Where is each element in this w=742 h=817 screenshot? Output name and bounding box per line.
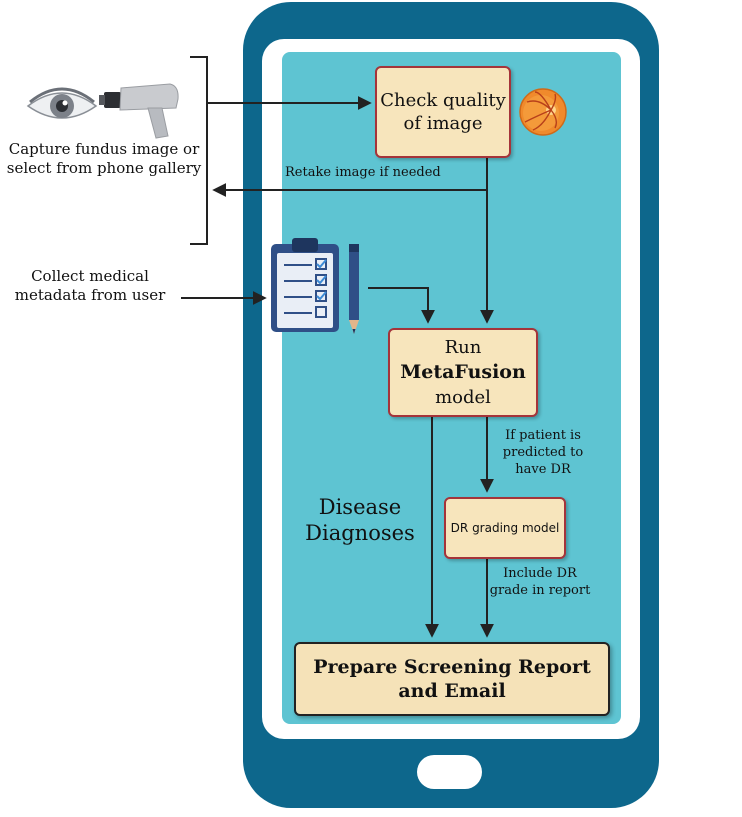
model-name-label: MetaFusion bbox=[400, 361, 526, 383]
eye-icon bbox=[26, 87, 98, 119]
check-quality-label: Check quality of image bbox=[380, 90, 506, 134]
prepare-report-label: Prepare Screening Report and Email bbox=[313, 656, 591, 702]
check-quality-box: Check quality of image bbox=[375, 66, 511, 158]
capture-label: Capture fundus image or select from phon… bbox=[6, 140, 202, 177]
clipboard-checklist-icon bbox=[271, 238, 339, 332]
home-button bbox=[417, 755, 482, 789]
collect-metadata-label: Collect medical metadata from user bbox=[14, 267, 166, 304]
run-model-box: Run MetaFusion model bbox=[388, 328, 538, 417]
pencil-icon bbox=[349, 244, 359, 334]
prepare-report-box: Prepare Screening Report and Email bbox=[294, 642, 610, 716]
dr-grading-box: DR grading model bbox=[444, 497, 566, 559]
include-dr-label: Include DR grade in report bbox=[489, 566, 591, 598]
retake-label: Retake image if needed bbox=[285, 165, 441, 180]
if-patient-label: If patient is predicted to have DR bbox=[502, 428, 584, 477]
fundus-camera-icon bbox=[99, 83, 179, 139]
dr-grading-label: DR grading model bbox=[450, 521, 560, 535]
disease-diagnoses-label: Disease Diagnoses bbox=[305, 495, 415, 545]
retina-icon bbox=[519, 88, 567, 136]
run-label: Run bbox=[444, 337, 482, 358]
arrow-clipboard-to-run bbox=[368, 287, 435, 324]
model-label: model bbox=[435, 387, 491, 408]
capture-bracket bbox=[190, 56, 208, 245]
